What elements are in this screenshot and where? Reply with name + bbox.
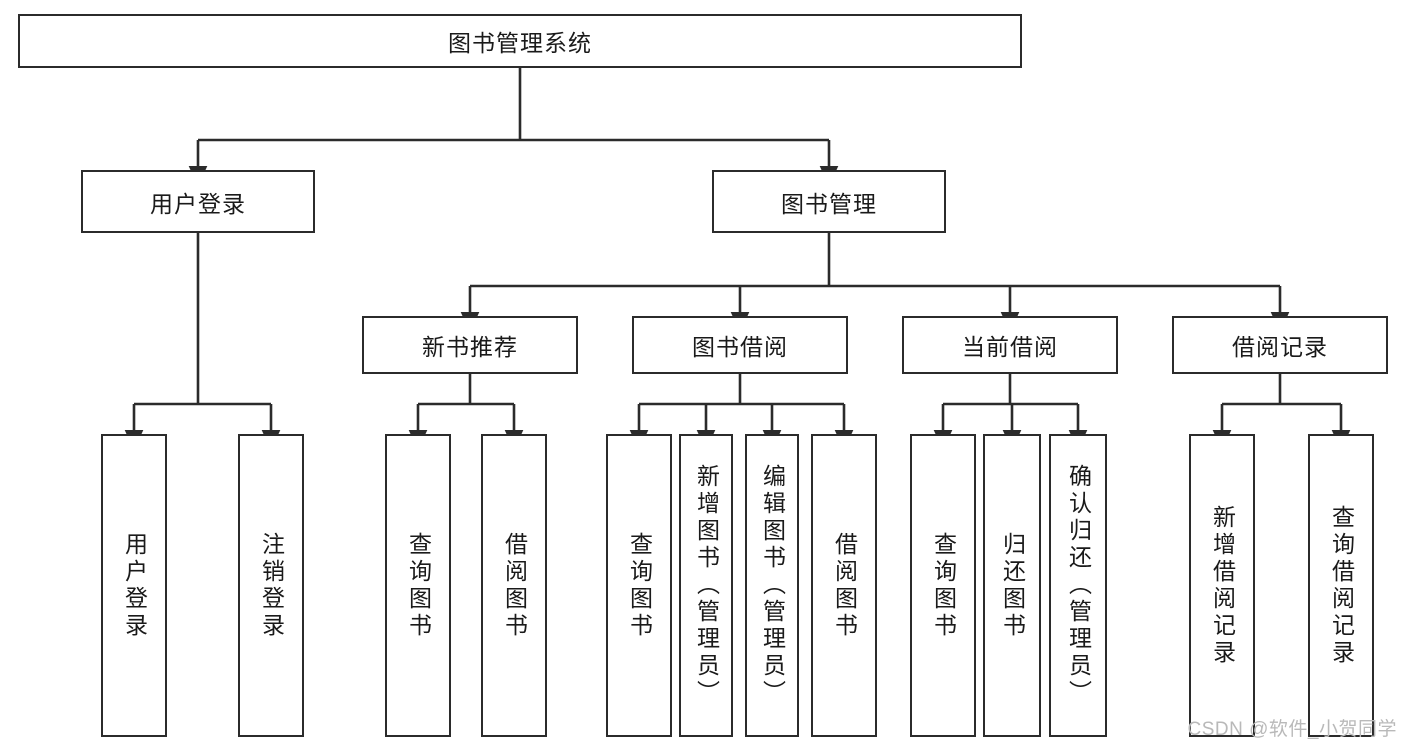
node-current-borrow-label: 当前借阅 [962, 334, 1058, 360]
node-leaf-borrow-book-rec-label: 借阅图书 [501, 531, 528, 640]
node-leaf-user-login-label: 用户登录 [121, 531, 148, 640]
node-book-manage[interactable]: 图书管理 [712, 170, 946, 233]
watermark-text: CSDN @软件_小贺同学 [1187, 719, 1397, 740]
node-borrow-record-label: 借阅记录 [1232, 334, 1328, 360]
node-leaf-return-book[interactable]: 归还图书 [983, 434, 1041, 737]
node-book-borrow-label: 图书借阅 [692, 334, 788, 360]
node-leaf-confirm-return[interactable]: 确认归还（管理员） [1049, 434, 1107, 737]
node-new-book-rec[interactable]: 新书推荐 [362, 316, 578, 374]
node-leaf-query-book-borrow-label: 查询图书 [626, 531, 653, 640]
node-leaf-edit-book-label: 编辑图书（管理员） [759, 464, 786, 707]
node-leaf-query-record-label: 查询借阅记录 [1328, 504, 1355, 667]
node-leaf-add-book-label: 新增图书（管理员） [693, 464, 720, 707]
node-leaf-query-book-cur-label: 查询图书 [930, 531, 957, 640]
node-leaf-borrow-book-rec[interactable]: 借阅图书 [481, 434, 547, 737]
node-leaf-borrow-book[interactable]: 借阅图书 [811, 434, 877, 737]
node-leaf-query-book-borrow[interactable]: 查询图书 [606, 434, 672, 737]
node-user-login-label: 用户登录 [150, 190, 246, 217]
node-leaf-logout[interactable]: 注销登录 [238, 434, 304, 737]
node-leaf-logout-label: 注销登录 [258, 531, 285, 640]
node-book-borrow[interactable]: 图书借阅 [632, 316, 848, 374]
node-root[interactable]: 图书管理系统 [18, 14, 1022, 68]
node-leaf-add-record-label: 新增借阅记录 [1209, 504, 1236, 667]
node-leaf-query-record[interactable]: 查询借阅记录 [1308, 434, 1374, 737]
node-new-book-rec-label: 新书推荐 [422, 334, 518, 360]
node-leaf-return-book-label: 归还图书 [999, 531, 1026, 640]
node-leaf-edit-book[interactable]: 编辑图书（管理员） [745, 434, 799, 737]
node-leaf-user-login[interactable]: 用户登录 [101, 434, 167, 737]
node-leaf-query-book-rec-label: 查询图书 [405, 531, 432, 640]
node-leaf-borrow-book-label: 借阅图书 [831, 531, 858, 640]
node-borrow-record[interactable]: 借阅记录 [1172, 316, 1388, 374]
node-leaf-query-book-cur[interactable]: 查询图书 [910, 434, 976, 737]
node-leaf-query-book-rec[interactable]: 查询图书 [385, 434, 451, 737]
node-leaf-confirm-return-label: 确认归还（管理员） [1065, 464, 1092, 707]
node-leaf-add-book[interactable]: 新增图书（管理员） [679, 434, 733, 737]
node-leaf-add-record[interactable]: 新增借阅记录 [1189, 434, 1255, 737]
node-current-borrow[interactable]: 当前借阅 [902, 316, 1118, 374]
node-user-login[interactable]: 用户登录 [81, 170, 315, 233]
node-book-manage-label: 图书管理 [781, 190, 877, 217]
node-root-label: 图书管理系统 [448, 30, 592, 56]
